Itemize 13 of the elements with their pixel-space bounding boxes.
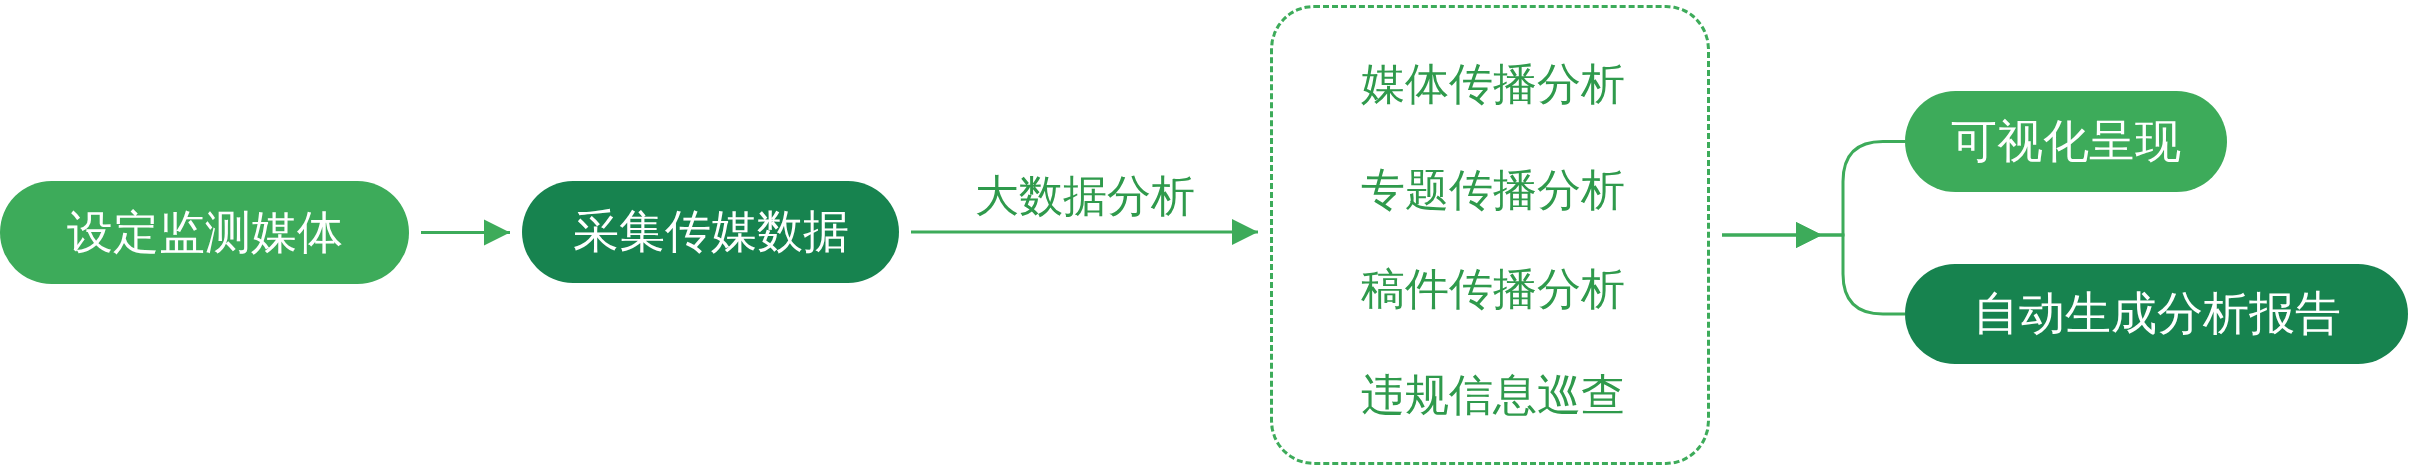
- process-pill: 可视化呈现: [1905, 91, 2227, 192]
- analysis-item: 专题传播分析: [1361, 162, 1625, 217]
- analysis-item: 稿件传播分析: [1361, 261, 1625, 316]
- dashed-group-box: [1270, 5, 1710, 465]
- edge-label: 大数据分析: [974, 171, 1195, 220]
- analysis-item: 违规信息巡查: [1361, 367, 1625, 422]
- arrow: [421, 219, 510, 246]
- arrow: [911, 219, 1258, 245]
- process-pill: 采集传媒数据: [522, 181, 899, 283]
- analysis-item: 媒体传播分析: [1361, 56, 1625, 111]
- arrow: [1722, 222, 1905, 316]
- process-pill: 设定监测媒体: [0, 181, 409, 284]
- process-pill: 自动生成分析报告: [1905, 264, 2408, 364]
